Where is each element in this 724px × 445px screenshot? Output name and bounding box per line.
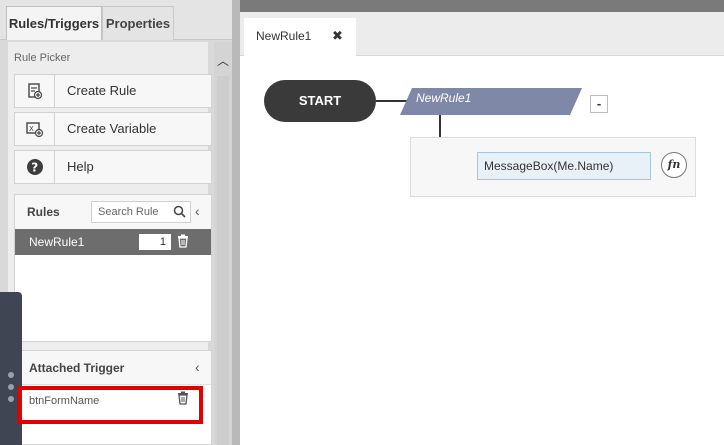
highlight-annotation [17, 386, 203, 424]
panel-divider[interactable] [232, 0, 240, 445]
function-button[interactable]: fn [661, 152, 687, 178]
chevron-left-icon[interactable]: ‹ [195, 359, 200, 375]
create-variable-icon: X [25, 122, 43, 138]
attached-trigger-title: Attached Trigger [29, 361, 125, 375]
trigger-item-btnformname[interactable]: btnFormName [29, 395, 100, 407]
create-variable-button[interactable]: X Create Variable [14, 112, 212, 146]
rule-flow-diagram [376, 88, 582, 178]
create-rule-label: Create Rule [67, 83, 137, 98]
search-rule-input[interactable]: Search Rule [91, 201, 191, 223]
search-icon [173, 205, 186, 218]
rule-row-newrule1[interactable]: NewRule1 1 [15, 229, 211, 255]
help-button[interactable]: ? Help [14, 150, 212, 184]
rule-banner-shape [400, 88, 582, 115]
tab-label: NewRule1 [256, 29, 312, 43]
svg-text:X: X [29, 125, 34, 133]
rules-title: Rules [27, 205, 60, 219]
collapse-button[interactable]: - [590, 95, 608, 113]
tab-rules-triggers[interactable]: Rules/Triggers [6, 6, 102, 40]
panel-tabs: Rules/Triggers Properties [0, 0, 232, 40]
rule-editor: NewRule1 ✖ START NewRule1 - MessageBox(M… [240, 0, 724, 445]
editor-tabbar: NewRule1 ✖ [240, 12, 724, 56]
start-node[interactable]: START [264, 80, 376, 122]
rule-name: NewRule1 [29, 235, 85, 249]
rule-count-field[interactable]: 1 [139, 234, 171, 250]
search-rule-placeholder: Search Rule [98, 206, 159, 218]
left-panel: Rules/Triggers Properties Rule Picker Cr… [0, 0, 232, 445]
action-expression-input[interactable]: MessageBox(Me.Name) [477, 152, 651, 180]
chevron-up-icon[interactable]: ︿ [216, 54, 229, 68]
rule-picker-panel: Rule Picker Create Rule X [8, 42, 212, 445]
close-icon[interactable]: ✖ [332, 28, 343, 43]
action-block: MessageBox(Me.Name) fn [410, 137, 696, 197]
rule-banner-label[interactable]: NewRule1 [416, 91, 472, 105]
rules-list-panel: Rules Search Rule ‹ NewRule1 1 [14, 194, 212, 342]
vertical-scrollbar[interactable]: ︿ [214, 42, 232, 445]
create-rule-icon [27, 83, 42, 100]
help-icon: ? [26, 159, 43, 175]
create-rule-button[interactable]: Create Rule [14, 74, 212, 108]
trash-icon[interactable] [177, 391, 189, 405]
dock-handle[interactable] [0, 292, 22, 445]
tab-properties[interactable]: Properties [102, 6, 174, 40]
trash-icon[interactable] [177, 234, 189, 248]
scrollbar-thumb[interactable] [217, 76, 229, 445]
create-variable-label: Create Variable [67, 121, 157, 136]
svg-text:?: ? [31, 160, 38, 174]
rule-picker-label: Rule Picker [14, 52, 71, 64]
tab-newrule1[interactable]: NewRule1 ✖ [244, 18, 356, 56]
chevron-left-icon[interactable]: ‹ [195, 203, 200, 219]
help-label: Help [67, 159, 94, 174]
rules-header: Rules Search Rule ‹ [15, 195, 211, 229]
attached-trigger-header: Attached Trigger ‹ [15, 351, 211, 385]
